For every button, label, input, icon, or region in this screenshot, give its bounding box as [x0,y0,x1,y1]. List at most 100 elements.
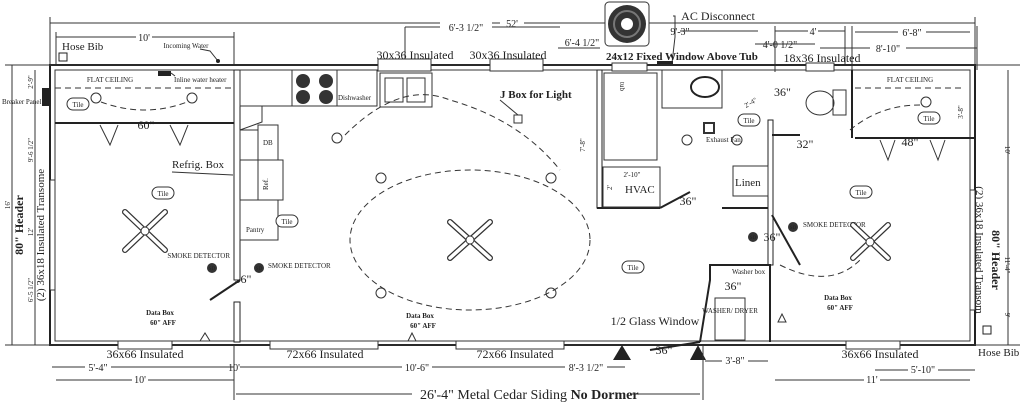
door-32-label: 32" [797,137,814,151]
dim-bottom-right-b: 11' [866,375,878,386]
dim-right-bottom: 9' [1003,313,1011,318]
data-box-label-2: Data Box [406,312,434,320]
dim-bottom-left-a: 5'-4" [88,363,107,374]
window-72x66-a: 72x66 Insulated [287,347,364,361]
dim-overall: 52' [506,19,518,30]
tile-label: Tile [157,190,168,198]
bottom-windows: 36x66 Insulated 72x66 Insulated 72x66 In… [107,340,1020,361]
door-48-label: 48" [902,135,919,149]
flat-ceiling-right: FLAT CEILING [887,76,933,84]
washer-dryer-label: WASHER/ DRYER [702,307,758,315]
refrig-box-label: Refrig. Box [172,159,224,171]
door-60-label: 60" [138,118,155,132]
dim-left-small: 12' [27,228,35,236]
siding-prefix: 26'-4" Metal Cedar Siding [420,388,567,403]
dim-left-total: 16' [4,201,12,209]
data-box-aff-2: 60" AFF [410,322,436,330]
hvac-label: HVAC [625,184,655,196]
hose-bib-left-icon [58,52,68,62]
window-24x12: 24x12 Fixed Window Above Tub [606,51,758,63]
dim-right-total: 11'-4" [1003,257,1011,274]
tile-label: Tile [923,115,934,123]
door-36-label-5: 36" [725,279,742,293]
breaker-panel-label: Breaker Panel [2,98,42,106]
dim-bottom-mid-b: 10'-6" [405,363,429,374]
dim-right-room-a: 6'-8" [902,28,921,39]
j-box-label: J Box for Light [500,89,572,101]
bathroom: tub Exhaust Fan Tile 2'-10" 2' HVAC Line… [579,69,965,208]
kitchen: Dishwasher DB Ref. Pantry J Box for Ligh… [239,69,645,342]
data-box-aff-3: 60" AFF [827,304,853,312]
dim-bottom-left-b: 10' [134,375,146,386]
tile-label: Tile [72,101,83,109]
water-heater-icon [158,71,171,76]
smoke-detector-label-2: SMOKE DETECTOR [268,262,331,270]
dim-ac-offset: 9'-3" [670,27,689,38]
dim-hvac-depth: 2' [606,185,614,190]
dim-left-room: 10' [138,33,150,44]
breaker-panel-icon [42,88,50,106]
ceiling-fan-icon [465,235,475,245]
dim-bath-depth: 7'-8" [579,138,587,152]
door-36-label-6: 36" [656,343,673,357]
smoke-detector-icon [254,263,264,273]
interior-walls [209,69,975,351]
living-room: 80" Header (2) 36x18 Insulated Transome … [4,65,331,345]
tile-label: Tile [627,264,638,272]
window-30x36-a: 30x36 Insulated [377,48,454,62]
ac-disconnect-box [657,61,673,65]
window-72x66-b: 72x66 Insulated [477,347,554,361]
utility-room: Hose Bib Incoming Water Inline water hea… [2,41,234,147]
smoke-detector-label-3: SMOKE DETECTOR [803,221,866,229]
transom-right: (2) 36x18 Insulated Transom [973,186,985,314]
flat-ceiling-left: FLAT CEILING [87,76,133,84]
water-heater-label: Inline water heater [174,76,227,84]
laundry: Washer box 36" WASHER/ DRYER 1/2 Glass W… [611,268,766,360]
bottom-dimensions: 5'-4" 10' 10' 10'-6" 8'-3 1/2" 3'-8" 5'-… [52,345,975,403]
data-box-aff: 60" AFF [150,319,176,327]
window-18x36: 18x36 Insulated [784,51,861,65]
dim-laundry: 3'-8" [725,356,744,367]
washer-box-label: Washer box [732,268,766,276]
top-windows: 30x36 Insulated 30x36 Insulated 24x12 Fi… [377,48,861,72]
incoming-water-label: Incoming Water [164,42,210,50]
dim-bath-width: 4' [810,27,817,38]
smoke-detector-label: SMOKE DETECTOR [167,252,230,260]
right-bedroom: FLAT CEILING Tile 48" Tile SD SMOKE DETE… [748,70,1011,345]
siding-note: 26'-4" Metal Cedar Siding No Dormer [420,388,639,403]
pantry-label: Pantry [246,226,265,234]
sd-label: SD [256,267,263,272]
smoke-detector-icon [207,263,217,273]
dim-left-bottom: 6'-5 1/2" [27,278,35,302]
tub-label: tub [618,82,626,91]
dim-right-mid: 10' [1003,146,1011,154]
top-dimensions: 52' 10' 6'-3 1/2" 6'-4 1/2" 9'-3" 4'-0 1… [49,16,978,72]
ceiling-fan-icon [865,237,875,247]
door-36-label-2: 36" [680,194,697,208]
dim-right-room-b: 8'-10" [876,44,900,55]
db-label: DB [263,139,273,147]
dishwasher-label: Dishwasher [338,94,372,102]
door-36-label-3: 36" [774,85,791,99]
hose-bib-left-label: Hose Bib [62,41,104,53]
dim-small-gap: 4'-0 1/2" [763,40,798,51]
dim-bath-window: 6'-4 1/2" [565,38,600,49]
transom-left: (2) 36x18 Insulated Transome [35,169,47,301]
dim-bath-door: 2'-4" [743,96,759,110]
dim-hvac-width: 2'-10" [624,171,641,179]
dim-bottom-right-a: 5'-10" [911,365,935,376]
ac-disconnect-label: AC Disconnect [681,9,755,23]
window-30x36-b: 30x36 Insulated [470,48,547,62]
sd-label: SD [750,236,757,241]
ceiling-lights [331,132,557,299]
dim-left-top: 2'-9" [27,75,35,89]
hose-bib-right-icon [982,325,992,335]
ref-label: Ref. [262,178,270,190]
linen-label: Linen [735,177,761,189]
header-right: 80" Header [989,230,1003,290]
sd-label: SD [209,267,216,272]
window-36x66-right: 36x66 Insulated [842,347,919,361]
data-box-label: Data Box [146,309,174,317]
data-box-label-3: Data Box [824,294,852,302]
window-36x66-left: 36x66 Insulated [107,347,184,361]
